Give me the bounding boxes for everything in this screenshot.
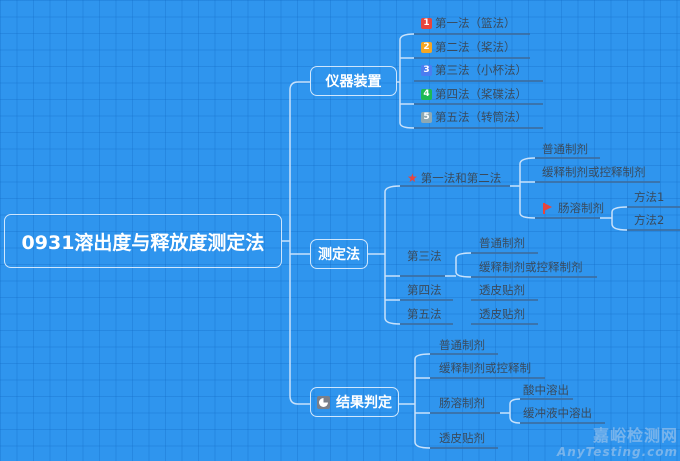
leaf-label: 酸中溶出 <box>523 383 569 397</box>
results-sustained[interactable]: 缓释制剂或控释制 <box>439 361 531 375</box>
leaf-label: 透皮贴剂 <box>479 307 525 321</box>
root-label: 0931溶出度与释放度测定法 <box>21 231 265 254</box>
apparatus-item-label: 第三法（小杯法） <box>435 63 527 77</box>
apparatus-item-3[interactable]: 3 第三法（小杯法） <box>421 63 527 77</box>
branch-results[interactable]: 结果判定 <box>310 387 399 417</box>
leaf-label: 缓释制剂或控释制 <box>439 361 531 375</box>
method-12-ordinary[interactable]: 普通制剂 <box>542 142 588 156</box>
method-1-and-2[interactable]: ★ 第一法和第二法 <box>407 171 501 185</box>
method-label: 第五法 <box>407 307 442 321</box>
method-5[interactable]: 第五法 <box>407 307 442 321</box>
enteric-method-1[interactable]: 方法1 <box>634 190 664 204</box>
leaf-label: 普通制剂 <box>542 142 588 156</box>
flag-icon <box>543 202 553 214</box>
method-3[interactable]: 第三法 <box>407 249 442 263</box>
watermark: 嘉峪检测网 AnyTesting.com <box>512 426 678 459</box>
enteric-method-2[interactable]: 方法2 <box>634 213 664 227</box>
apparatus-item-2[interactable]: 2 第二法（桨法） <box>421 40 516 54</box>
leaf-label: 普通制剂 <box>479 236 525 250</box>
number-2-icon: 2 <box>421 41 432 53</box>
leaf-label: 透皮贴剂 <box>479 283 525 297</box>
branch-methods[interactable]: 测定法 <box>310 239 368 269</box>
number-3-icon: 3 <box>421 64 432 76</box>
apparatus-item-label: 第二法（桨法） <box>435 40 516 54</box>
apparatus-item-label: 第四法（桨碟法） <box>435 87 527 101</box>
method-4[interactable]: 第四法 <box>407 283 442 297</box>
apparatus-item-4[interactable]: 4 第四法（桨碟法） <box>421 87 527 101</box>
apparatus-item-label: 第一法（篮法） <box>435 16 516 30</box>
method-3-sustained[interactable]: 缓释制剂或控释制剂 <box>479 260 583 274</box>
leaf-label: 肠溶制剂 <box>439 396 485 410</box>
leaf-label: 普通制剂 <box>439 338 485 352</box>
watermark-cn: 嘉峪检测网 <box>592 426 678 445</box>
results-enteric-buffer[interactable]: 缓冲液中溶出 <box>523 406 592 420</box>
method-4-transdermal[interactable]: 透皮贴剂 <box>479 283 525 297</box>
method-5-transdermal[interactable]: 透皮贴剂 <box>479 307 525 321</box>
number-4-icon: 4 <box>421 88 432 100</box>
method-12-sustained[interactable]: 缓释制剂或控释制剂 <box>542 165 646 179</box>
branch-results-label: 结果判定 <box>336 395 392 411</box>
apparatus-item-5[interactable]: 5 第五法（转筒法） <box>421 110 527 124</box>
leaf-label: 透皮贴剂 <box>439 431 485 445</box>
leaf-label: 缓冲液中溶出 <box>523 406 592 420</box>
method-label: 第三法 <box>407 249 442 263</box>
apparatus-item-1[interactable]: 1 第一法（篮法） <box>421 16 516 30</box>
watermark-en: AnyTesting.com <box>557 445 678 459</box>
leaf-label: 肠溶制剂 <box>558 201 604 215</box>
method-12-enteric[interactable]: 肠溶制剂 <box>543 201 604 215</box>
branch-apparatus[interactable]: 仪器装置 <box>310 66 397 96</box>
branch-apparatus-label: 仪器装置 <box>325 74 382 90</box>
apparatus-item-label: 第五法（转筒法） <box>435 110 527 124</box>
root-node[interactable]: 0931溶出度与释放度测定法 <box>4 214 282 268</box>
method-label: 第四法 <box>407 283 442 297</box>
leaf-label: 方法1 <box>634 190 665 204</box>
method-3-ordinary[interactable]: 普通制剂 <box>479 236 525 250</box>
leaf-label: 方法2 <box>634 213 665 227</box>
star-icon: ★ <box>407 171 418 185</box>
results-transdermal[interactable]: 透皮贴剂 <box>439 431 485 445</box>
results-ordinary[interactable]: 普通制剂 <box>439 338 485 352</box>
pie-chart-icon <box>317 395 330 409</box>
results-enteric[interactable]: 肠溶制剂 <box>439 396 485 410</box>
leaf-label: 缓释制剂或控释制剂 <box>479 260 583 274</box>
leaf-label: 缓释制剂或控释制剂 <box>542 165 646 179</box>
method-label: 第一法和第二法 <box>420 171 502 185</box>
branch-methods-label: 测定法 <box>318 247 360 263</box>
results-enteric-acid[interactable]: 酸中溶出 <box>523 383 569 397</box>
number-5-icon: 5 <box>421 111 432 123</box>
number-1-icon: 1 <box>421 17 432 29</box>
